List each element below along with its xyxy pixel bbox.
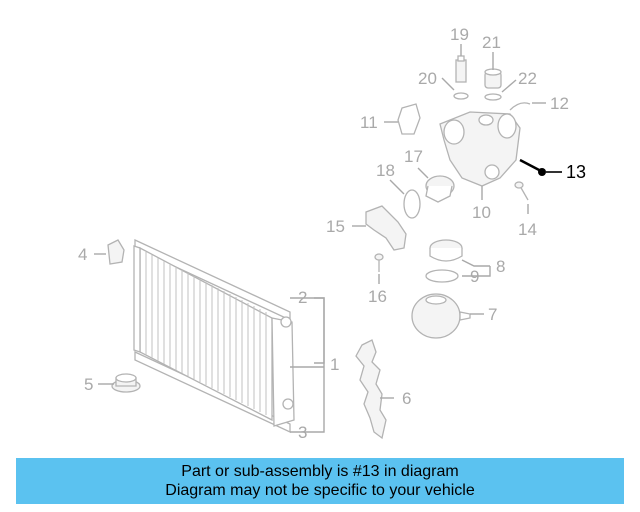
part-11-gasket: [397, 103, 421, 135]
caption-banner: Part or sub-assembly is #13 in diagram D…: [16, 458, 624, 504]
callout-14: 14: [518, 220, 537, 239]
callout-8: 8: [496, 257, 505, 276]
callout-21: 21: [482, 33, 501, 52]
part-7-expansion-tank: [411, 293, 471, 339]
part-14-bolt: [514, 181, 529, 201]
part-6-air-guide: [355, 339, 387, 440]
part-19-sensor: [455, 55, 467, 83]
callout-15: 15: [326, 217, 345, 236]
callout-labels: 1 2 3 4 5 6 7 8 9 10 11 12 13 14 15 16 1…: [78, 25, 586, 442]
callout-1: 1: [330, 355, 339, 374]
part-12-hose: [509, 102, 531, 111]
part-17-thermostat: [425, 175, 455, 203]
callout-22: 22: [518, 69, 537, 88]
callout-20: 20: [418, 69, 437, 88]
part-20-seal: [453, 92, 469, 100]
callout-3: 3: [298, 423, 307, 442]
leader-lines: [94, 44, 562, 433]
callout-11: 11: [360, 113, 378, 132]
callout-18: 18: [376, 161, 395, 180]
callout-9: 9: [470, 267, 479, 286]
part-10-housing: [439, 111, 521, 187]
callout-13: 13: [566, 162, 586, 182]
callout-6: 6: [402, 389, 411, 408]
callout-17: 17: [404, 147, 423, 166]
callout-19: 19: [450, 25, 469, 44]
part-4-bracket: [107, 239, 125, 265]
part-16-bolt: [374, 253, 384, 272]
callout-12: 12: [550, 94, 569, 113]
parts-diagram: 1 2 3 4 5 6 7 8 9 10 11 12 13 14 15 16 1…: [78, 25, 586, 442]
part-5-mount: [111, 373, 141, 393]
callout-5: 5: [84, 375, 93, 394]
caption-line-2: Diagram may not be specific to your vehi…: [165, 482, 475, 499]
callout-4: 4: [78, 245, 87, 264]
callout-10: 10: [472, 203, 491, 222]
callout-7: 7: [488, 305, 497, 324]
part-8-cap: [429, 239, 463, 262]
callout-2: 2: [298, 288, 307, 307]
caption-line-1: Part or sub-assembly is #13 in diagram: [181, 463, 459, 480]
part-15-pipe: [365, 205, 407, 251]
callout-16: 16: [368, 287, 387, 306]
part-13-bolt: [519, 158, 546, 176]
part-21-cap: [484, 68, 502, 89]
part-18-oring: [403, 189, 421, 219]
part-22-seal: [484, 93, 502, 101]
radiator-part: [133, 238, 295, 434]
part-9-seal: [425, 269, 459, 283]
